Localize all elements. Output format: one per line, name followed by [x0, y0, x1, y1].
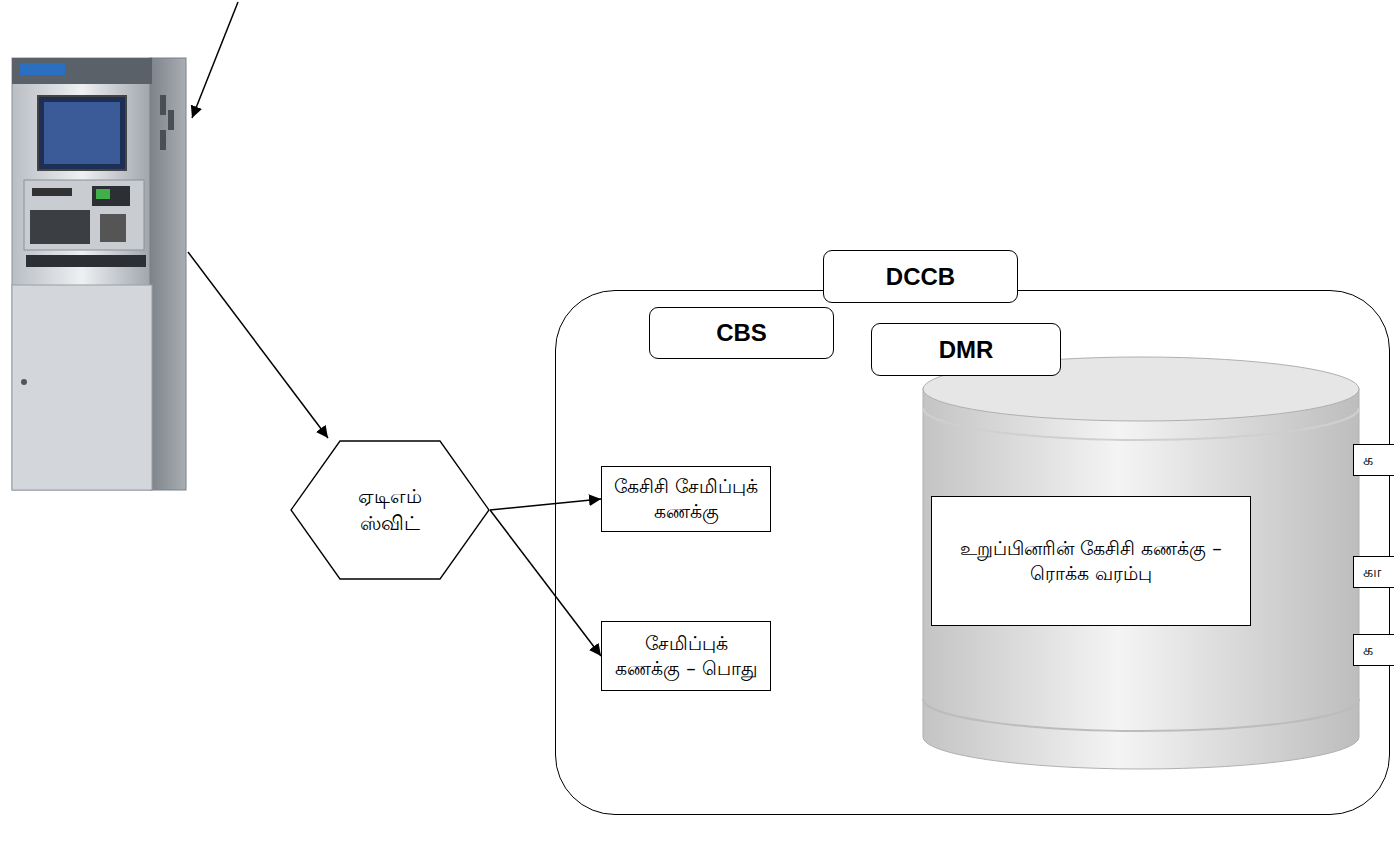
- source-box: கா: [1353, 556, 1394, 588]
- incoming-arrow: [192, 2, 238, 118]
- account-box: கேசிசி சேமிப்புக் கணக்கு: [601, 466, 771, 532]
- bank-frame: DCCBCBSகேசிசி சேமிப்புக் கணக்குசேமிப்புக…: [555, 290, 1390, 815]
- limit-box: உறுப்பினரின் கேசிசி கணக்கு – ரொக்க வரம்ப…: [931, 496, 1251, 626]
- node-label: சேமிப்புக் கணக்கு – பொது: [612, 631, 760, 680]
- node-label: CBS: [716, 319, 767, 347]
- hexagon-outline: [290, 440, 490, 580]
- source-box: க: [1353, 444, 1394, 476]
- connector-arrow: [490, 510, 601, 656]
- system-tab: CBS: [649, 307, 834, 359]
- source-box: க: [1353, 634, 1394, 666]
- node-label: DMR: [939, 336, 994, 364]
- node-label: கேசிசி சேமிப்புக் கணக்கு: [612, 474, 760, 523]
- atm-to-switch-arrow: [188, 252, 328, 438]
- atm-machine: [12, 58, 186, 490]
- node-label: உறுப்பினரின் கேசிசி கணக்கு – ரொக்க வரம்ப…: [942, 536, 1240, 585]
- node-label: க: [1363, 450, 1373, 471]
- node-label: கா: [1363, 562, 1381, 583]
- node-label: க: [1363, 640, 1373, 661]
- account-box: சேமிப்புக் கணக்கு – பொது: [601, 621, 771, 691]
- connector-arrow: [490, 499, 601, 510]
- switch-hexagon: ஏடிஎம் ஸ்விட்: [290, 440, 490, 580]
- frame-title: DCCB: [823, 250, 1018, 303]
- node-label: ஏடிஎம் ஸ்விட்: [335, 483, 445, 537]
- system-tab: DMR: [871, 323, 1061, 376]
